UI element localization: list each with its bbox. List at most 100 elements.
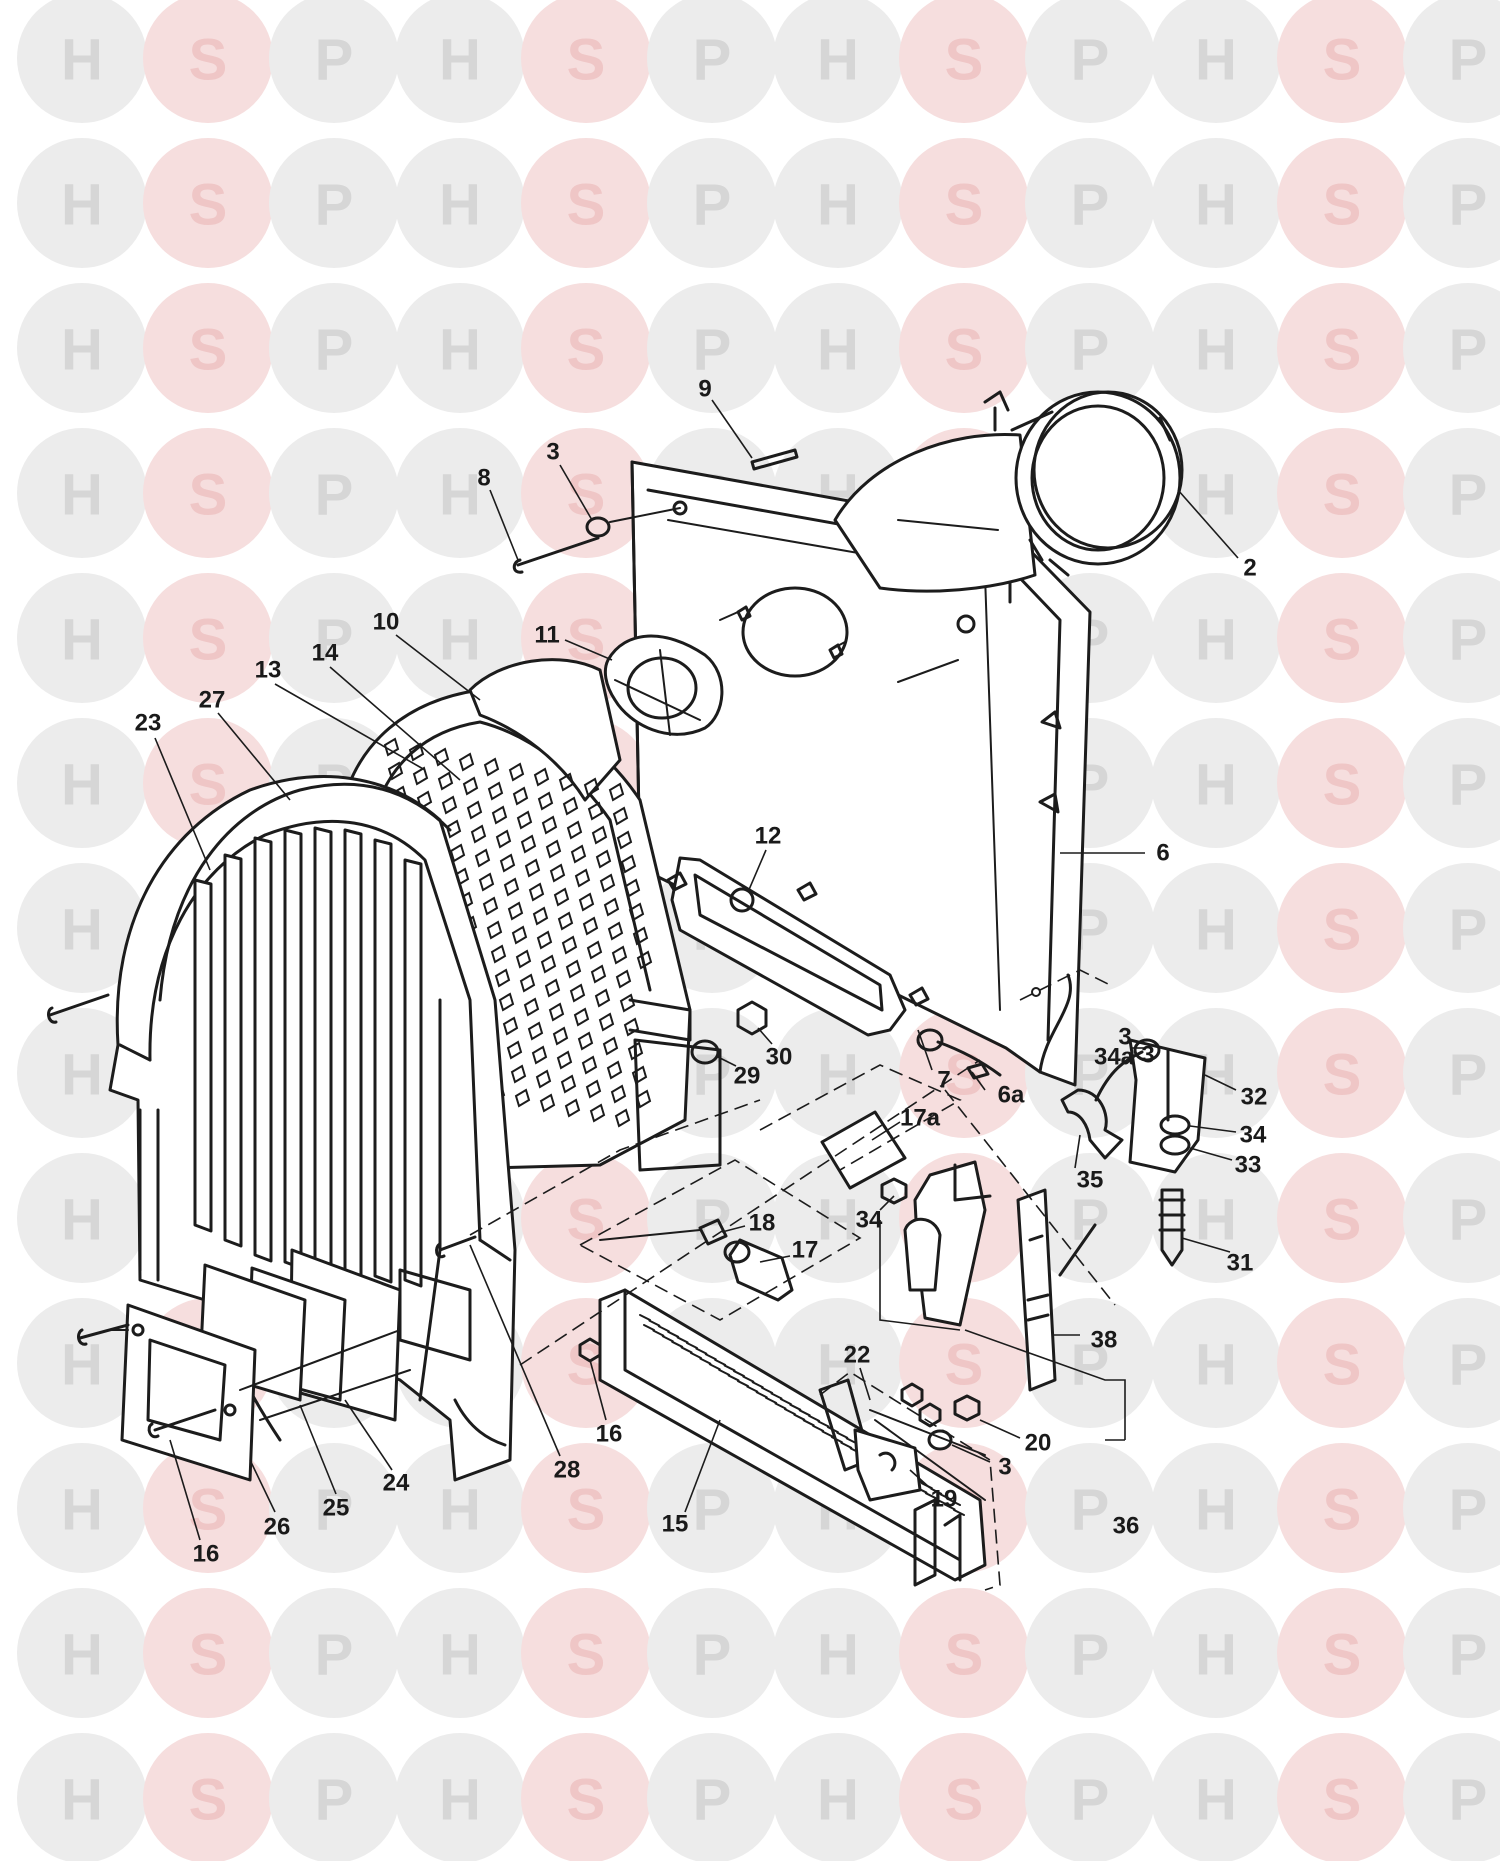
gas-elbow — [1060, 1088, 1124, 1160]
fin — [599, 873, 616, 893]
watermark-circle — [773, 1588, 903, 1718]
watermark-letter: P — [1449, 1768, 1488, 1833]
watermark-circle — [1151, 1153, 1281, 1283]
fin — [611, 945, 628, 965]
burner-port — [695, 1347, 712, 1365]
watermark-circle — [647, 138, 777, 268]
burner-port — [949, 1499, 965, 1516]
watermark-letter: S — [1323, 753, 1362, 818]
watermark-letter: H — [439, 1623, 481, 1688]
fin — [619, 993, 636, 1013]
fin — [387, 761, 404, 781]
watermark-circle — [1277, 718, 1407, 848]
burner-gasket — [666, 856, 930, 1037]
watermark-letter: S — [567, 1768, 606, 1833]
fin — [582, 916, 599, 936]
fin — [564, 1098, 581, 1118]
fin — [445, 819, 462, 839]
watermark-circle — [1151, 138, 1281, 268]
watermark-circle — [143, 138, 273, 268]
watermark-letter: H — [439, 1768, 481, 1833]
watermark-letter: H — [61, 173, 103, 238]
part-label-34: 34 — [1240, 1122, 1267, 1149]
watermark-letter: P — [1449, 173, 1488, 238]
watermark-circle — [521, 1733, 651, 1861]
watermark-circle — [143, 0, 273, 123]
watermark-letter: P — [1449, 463, 1488, 528]
watermark-circle — [773, 138, 903, 268]
washer — [690, 1039, 720, 1065]
part-label-19: 19 — [931, 1486, 958, 1513]
watermark-letter: P — [693, 1768, 732, 1833]
watermark-letter: P — [1071, 318, 1110, 383]
part-label-11: 11 — [534, 622, 559, 649]
watermark-letter: S — [1323, 463, 1362, 528]
cover-screw-28 — [435, 1235, 477, 1259]
watermark-circle — [269, 138, 399, 268]
sight-screw — [147, 1408, 217, 1439]
watermark-letter: P — [693, 1623, 732, 1688]
watermark-circle — [269, 428, 399, 558]
watermark-circle — [1025, 1153, 1155, 1283]
watermark-circle — [1151, 863, 1281, 993]
part-label-27: 27 — [199, 687, 226, 714]
watermark-circle — [17, 718, 147, 848]
watermark-circle — [1025, 1443, 1155, 1573]
fin — [470, 824, 487, 844]
watermark-letter: P — [315, 318, 354, 383]
watermark-letter: H — [817, 1623, 859, 1688]
watermark-letter: S — [567, 1478, 606, 1543]
fin — [560, 1074, 577, 1094]
watermark-letter: P — [1449, 318, 1488, 383]
fin — [548, 1002, 565, 1022]
watermark-letter: S — [1323, 173, 1362, 238]
fin — [544, 978, 561, 998]
watermark-circle — [899, 0, 1029, 123]
watermark-letter: S — [945, 1623, 984, 1688]
watermark-letter: P — [693, 1043, 732, 1108]
watermark-letter: S — [1323, 28, 1362, 93]
watermark-letter: P — [1449, 753, 1488, 818]
burner-port — [714, 1358, 731, 1376]
watermark-letter: S — [1323, 1188, 1362, 1253]
watermark-circle — [1151, 1733, 1281, 1861]
watermark-circle — [17, 1733, 147, 1861]
fin — [520, 834, 537, 854]
fin — [519, 973, 536, 993]
watermark-letter: H — [61, 1188, 103, 1253]
watermark-letter: H — [61, 1043, 103, 1108]
watermark-circle — [1403, 283, 1500, 413]
watermark-letter: S — [1323, 898, 1362, 963]
watermark-circle — [1403, 138, 1500, 268]
fin — [515, 949, 532, 969]
fin — [531, 1045, 548, 1065]
fin — [591, 825, 608, 845]
watermark-circle — [1151, 573, 1281, 703]
louvre — [253, 836, 273, 1263]
fin — [412, 766, 429, 786]
fin — [462, 776, 479, 796]
watermark-letter: H — [817, 1333, 859, 1398]
part-label-12: 12 — [755, 823, 782, 850]
fin — [536, 930, 553, 950]
fin — [606, 1060, 623, 1080]
fin — [527, 1021, 544, 1041]
watermark-letter: S — [1323, 1623, 1362, 1688]
watermark-circle — [1025, 283, 1155, 413]
watermark-circle — [1403, 863, 1500, 993]
part-label-28: 28 — [554, 1457, 581, 1484]
watermark-circle — [647, 0, 777, 123]
watermark-circle — [899, 283, 1029, 413]
watermark-circle — [521, 0, 651, 123]
part-label-17: 17 — [792, 1237, 819, 1264]
burner-port — [939, 1493, 956, 1511]
watermark-letter: S — [567, 318, 606, 383]
fin — [636, 950, 653, 970]
nut — [736, 1000, 768, 1036]
watermark-circle — [1025, 1588, 1155, 1718]
pilot-assembly — [599, 1218, 794, 1302]
watermark-letter: H — [439, 318, 481, 383]
fin — [561, 935, 578, 955]
pin — [750, 448, 799, 471]
watermark-letter: H — [61, 463, 103, 528]
